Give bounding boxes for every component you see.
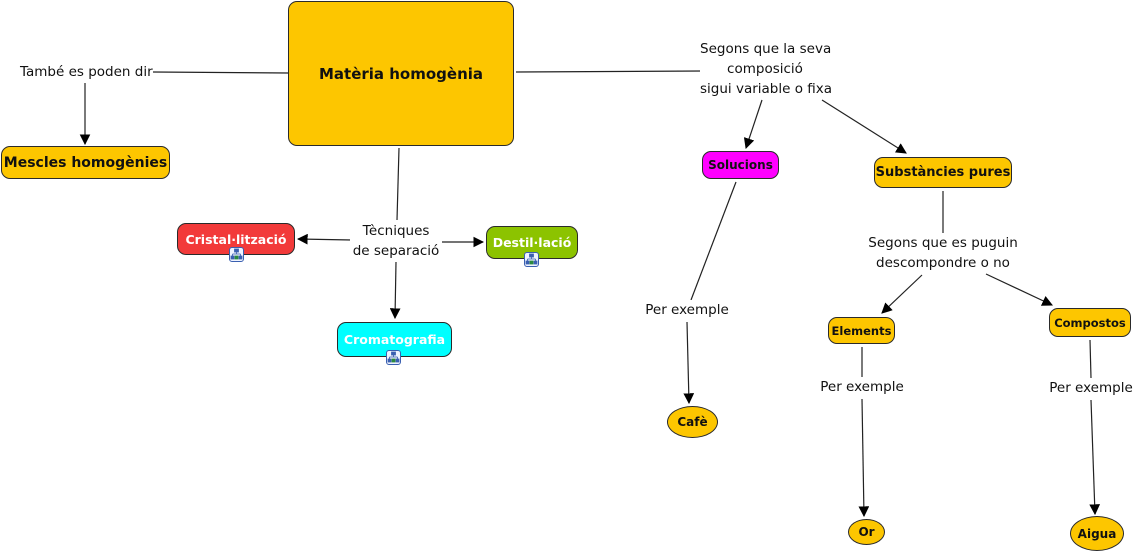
concept-compostos[interactable]: Compostos xyxy=(1049,308,1131,337)
linking-phrase-per-exemple-compostos: Per exemple xyxy=(1046,378,1134,398)
connector-tecniques-cristal xyxy=(296,233,353,245)
connector-perexemple-aigua xyxy=(1089,399,1101,516)
concept-cromatografia[interactable]: Cromatografia xyxy=(337,322,452,357)
connector-tecniques-croma xyxy=(389,261,401,320)
connector-perexemple-cafe xyxy=(683,321,695,405)
concept-substancies-pures[interactable]: Substàncies pures xyxy=(874,157,1012,188)
concept-solucions[interactable]: Solucions xyxy=(702,151,779,179)
connector-segons-solucions xyxy=(743,99,763,150)
connector-main-tambe xyxy=(152,71,289,74)
linking-phrase-tambe: També es poden dir xyxy=(20,62,153,82)
linking-phrase-puguin-line2: descompondre o no xyxy=(876,255,1010,271)
linking-phrase-per-exemple-elements: Per exemple xyxy=(817,377,907,397)
linking-phrase-segons-line3: sigui variable o fixa xyxy=(700,81,833,97)
connector-main-tecniques xyxy=(396,147,400,221)
linking-phrase-puguin-line1: Segons que es puguin xyxy=(868,235,1018,251)
connector-perexemple-or xyxy=(858,398,870,518)
linking-phrase-puguin: Segons que es puguin descompondre o no xyxy=(868,233,1018,273)
concept-mescles-homogenies[interactable]: Mescles homogènies xyxy=(1,146,170,179)
linking-phrase-segons-composicio: Segons que la seva composició sigui vari… xyxy=(700,39,833,99)
concept-or[interactable]: Or xyxy=(848,519,885,545)
linking-phrase-segons-line1: Segons que la seva xyxy=(700,41,832,57)
concept-materia-homogenia[interactable]: Matèria homogènia xyxy=(288,1,514,146)
linking-phrase-tecniques-line1: Tècniques xyxy=(362,223,430,239)
concept-cafe[interactable]: Cafè xyxy=(667,406,718,438)
connector-compostos-perexemple xyxy=(1089,339,1092,379)
linking-phrase-tecniques-line2: de separació xyxy=(352,243,440,259)
linking-phrase-segons-line2: composició xyxy=(727,61,803,77)
connector-main-segons xyxy=(515,70,704,73)
concept-aigua[interactable]: Aigua xyxy=(1070,516,1124,551)
concept-cristallitzacio[interactable]: Cristal·lització xyxy=(177,223,295,255)
connector-segons-substancies xyxy=(821,99,907,154)
submap-icon[interactable] xyxy=(229,247,244,262)
concept-elements[interactable]: Elements xyxy=(828,317,895,344)
linking-phrase-per-exemple-solucions: Per exemple xyxy=(642,300,732,320)
linking-phrase-tecniques: Tècniques de separació xyxy=(350,221,442,261)
submap-icon[interactable] xyxy=(386,350,401,365)
submap-icon[interactable] xyxy=(524,252,539,267)
connector-puguin-compostos xyxy=(985,273,1053,306)
connector-puguin-elements xyxy=(881,274,923,314)
connector-solucions-perexemple xyxy=(690,181,737,301)
